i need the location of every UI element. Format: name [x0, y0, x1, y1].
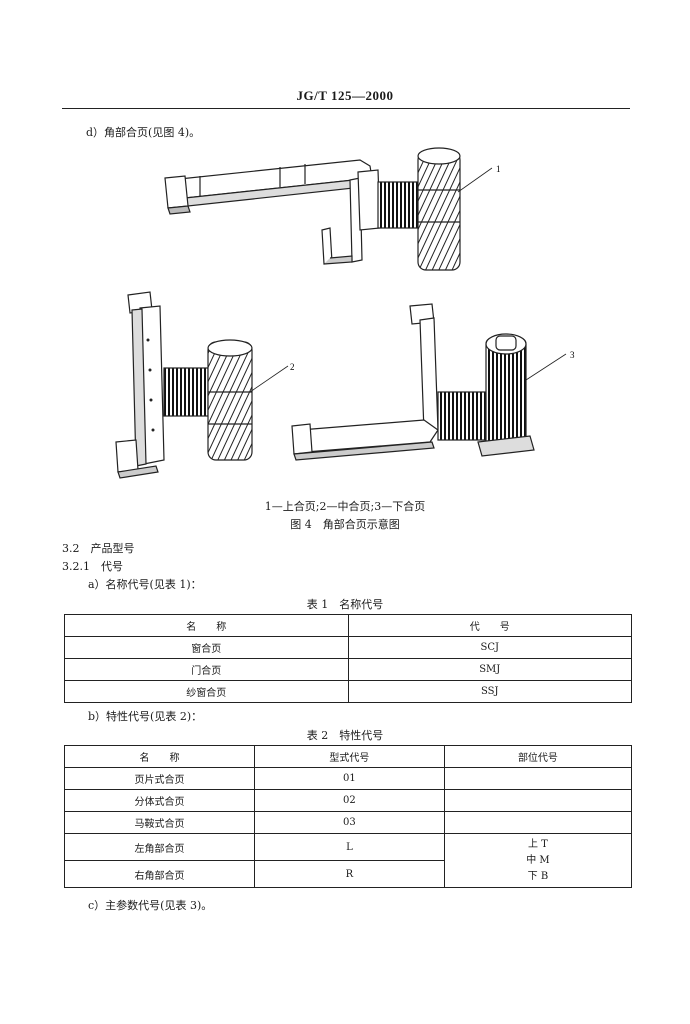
item-b-text: b）特性代号(见表 2)： — [88, 710, 203, 723]
table-2-title: 表 2 特性代号 — [306, 729, 384, 742]
table-cell: SSJ — [347, 680, 632, 703]
hinge-upper-drawing — [164, 147, 461, 271]
figure-legend: 1—上合页;2—中合页;3—下合页 — [264, 500, 426, 513]
table-row: 分体式合页 02 — [64, 789, 633, 812]
table-cell: 窗合页 — [64, 636, 349, 659]
hinge-lower-drawing — [291, 303, 535, 461]
table-cell: 02 — [253, 789, 445, 812]
table-header-cell: 名 称 — [64, 614, 349, 637]
table-cell: SMJ — [347, 658, 632, 681]
position-code-middle: 中 M — [526, 854, 550, 866]
table-header-cell: 型式代号 — [253, 745, 445, 768]
table-cell: 纱窗合页 — [64, 680, 349, 703]
item-a-text: a）名称代号(见表 1)： — [88, 578, 202, 591]
table-cell: 右角部合页 — [64, 860, 255, 888]
table-1-name-codes: 名 称 代 号 窗合页 SCJ 门合页 SMJ 纱窗合页 SSJ — [64, 614, 632, 703]
table-cell: 01 — [253, 767, 445, 790]
hinge-middle-drawing — [115, 291, 253, 479]
table-header-cell: 部位代号 — [443, 745, 633, 768]
position-code-cell: 上 T 中 M 下 B — [443, 833, 633, 888]
callout-3: 3 — [570, 350, 575, 360]
callout-2: 2 — [290, 362, 295, 372]
table-row: 名 称 型式代号 部位代号 — [64, 745, 633, 768]
table-cell: 马鞍式合页 — [64, 811, 255, 834]
table-1-title: 表 1 名称代号 — [306, 598, 384, 611]
table-cell: 03 — [253, 811, 445, 834]
table-cell: R — [253, 860, 445, 888]
table-cell — [443, 789, 633, 812]
table-row: 门合页 SMJ — [64, 658, 632, 681]
figure-4-illustration: 1 2 3 — [115, 147, 575, 479]
position-code-top: 上 T — [528, 838, 548, 850]
item-d-text: d）角部合页(见图 4)。 — [86, 126, 201, 139]
table-row: 左角部合页 L 上 T 中 M 下 B — [64, 833, 633, 888]
table-cell: L — [253, 833, 445, 861]
table-cell: 页片式合页 — [64, 767, 255, 790]
table-row: 纱窗合页 SSJ — [64, 680, 632, 703]
table-row: 右角部合页 R — [64, 860, 632, 888]
position-code-bottom: 下 B — [527, 870, 549, 882]
section-3-2-1-heading: 3.2.1 代号 — [62, 560, 123, 573]
table-row: 页片式合页 01 — [64, 767, 633, 790]
header-rule — [62, 108, 630, 109]
table-cell — [443, 811, 633, 834]
table-cell: SCJ — [347, 636, 632, 659]
page-header-title: JG/T 125—2000 — [296, 88, 394, 103]
table-row: 窗合页 SCJ — [64, 636, 632, 659]
table-cell: 左角部合页 — [64, 833, 255, 861]
table-2-feature-codes: 名 称 型式代号 部位代号 页片式合页 01 分体式合页 02 马鞍式合页 03… — [64, 745, 633, 888]
callout-1: 1 — [496, 164, 501, 174]
table-header-cell: 名 称 — [64, 745, 255, 768]
section-3-2-heading: 3.2 产品型号 — [62, 542, 135, 555]
table-row: 名 称 代 号 — [64, 614, 632, 637]
table-row: 马鞍式合页 03 — [64, 811, 633, 834]
table-cell — [443, 767, 633, 790]
table-header-cell: 代 号 — [347, 614, 632, 637]
table-cell: 门合页 — [64, 658, 349, 681]
item-c-text: c）主参数代号(见表 3)。 — [88, 899, 213, 912]
table-cell: 分体式合页 — [64, 789, 255, 812]
figure-caption: 图 4 角部合页示意图 — [290, 518, 400, 531]
